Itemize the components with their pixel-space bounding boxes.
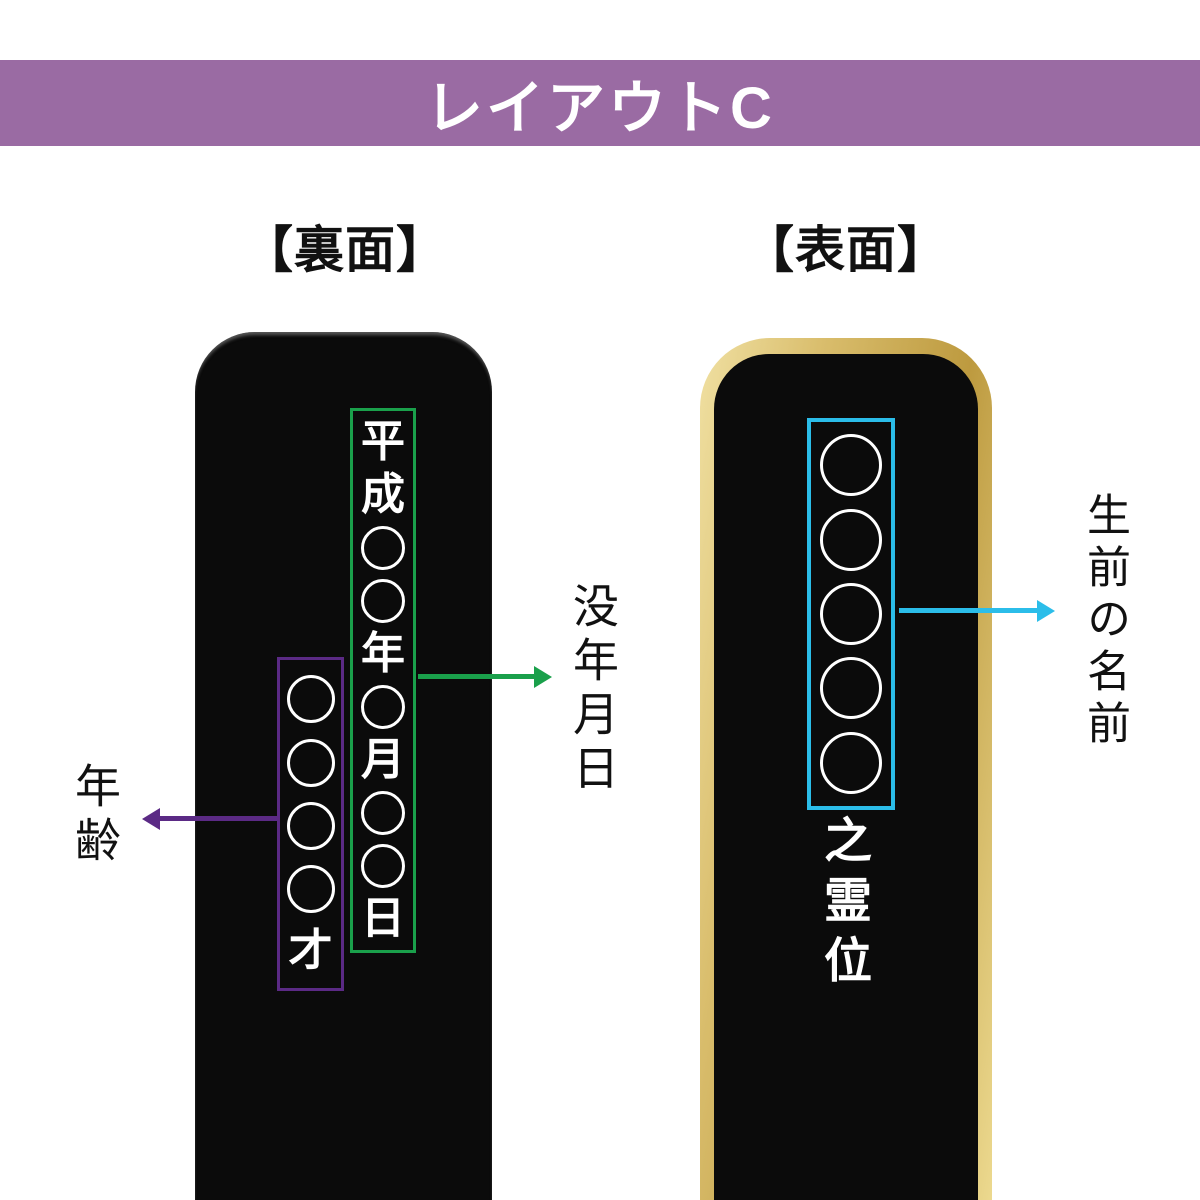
name-placeholder-box (807, 418, 895, 810)
tablet-character: 年 (361, 629, 405, 678)
tablet-character: 霊 (823, 875, 872, 928)
placeholder-circle-icon (286, 738, 335, 787)
death-date-placeholder-box: 平成年月日 (350, 408, 416, 953)
placeholder-circle-icon (820, 582, 882, 645)
back-side-heading: 【裏面】 (243, 222, 447, 278)
placeholder-circle-icon (361, 579, 405, 623)
placeholder-circle-icon (286, 865, 335, 914)
placeholder-circle-icon (286, 675, 335, 724)
tablet-character: 平 (361, 417, 405, 466)
title-banner: レイアウトC (0, 60, 1200, 146)
placeholder-circle-icon (820, 508, 882, 571)
tablet-character: 成 (361, 470, 405, 519)
placeholder-circle-icon (361, 791, 405, 835)
age-placeholder-box: 才 (277, 657, 344, 991)
age-label: 年齢 (69, 762, 121, 870)
placeholder-circle-icon (286, 801, 335, 850)
placeholder-circle-icon (361, 844, 405, 888)
placeholder-circle-icon (820, 731, 882, 794)
tablet-character: 位 (823, 935, 872, 988)
placeholder-circle-icon (820, 657, 882, 720)
name-arrow-icon (899, 608, 1037, 613)
front-side-heading: 【表面】 (744, 222, 948, 278)
tablet-character: 月 (361, 735, 405, 784)
death-date-label: 没年月日 (567, 582, 619, 798)
tablet-character: 日 (361, 894, 405, 943)
placeholder-circle-icon (820, 434, 882, 497)
age-arrow-icon (160, 816, 277, 821)
tablet-character: 之 (823, 815, 872, 868)
name-label: 生前の名前 (1080, 492, 1129, 752)
page-title: レイアウトC (425, 76, 775, 141)
placeholder-circle-icon (361, 526, 405, 570)
placeholder-circle-icon (361, 685, 405, 729)
tablet-character: 才 (288, 925, 333, 975)
spirit-title-text: 之霊位 (780, 818, 916, 986)
death-date-arrow-icon (418, 674, 534, 679)
